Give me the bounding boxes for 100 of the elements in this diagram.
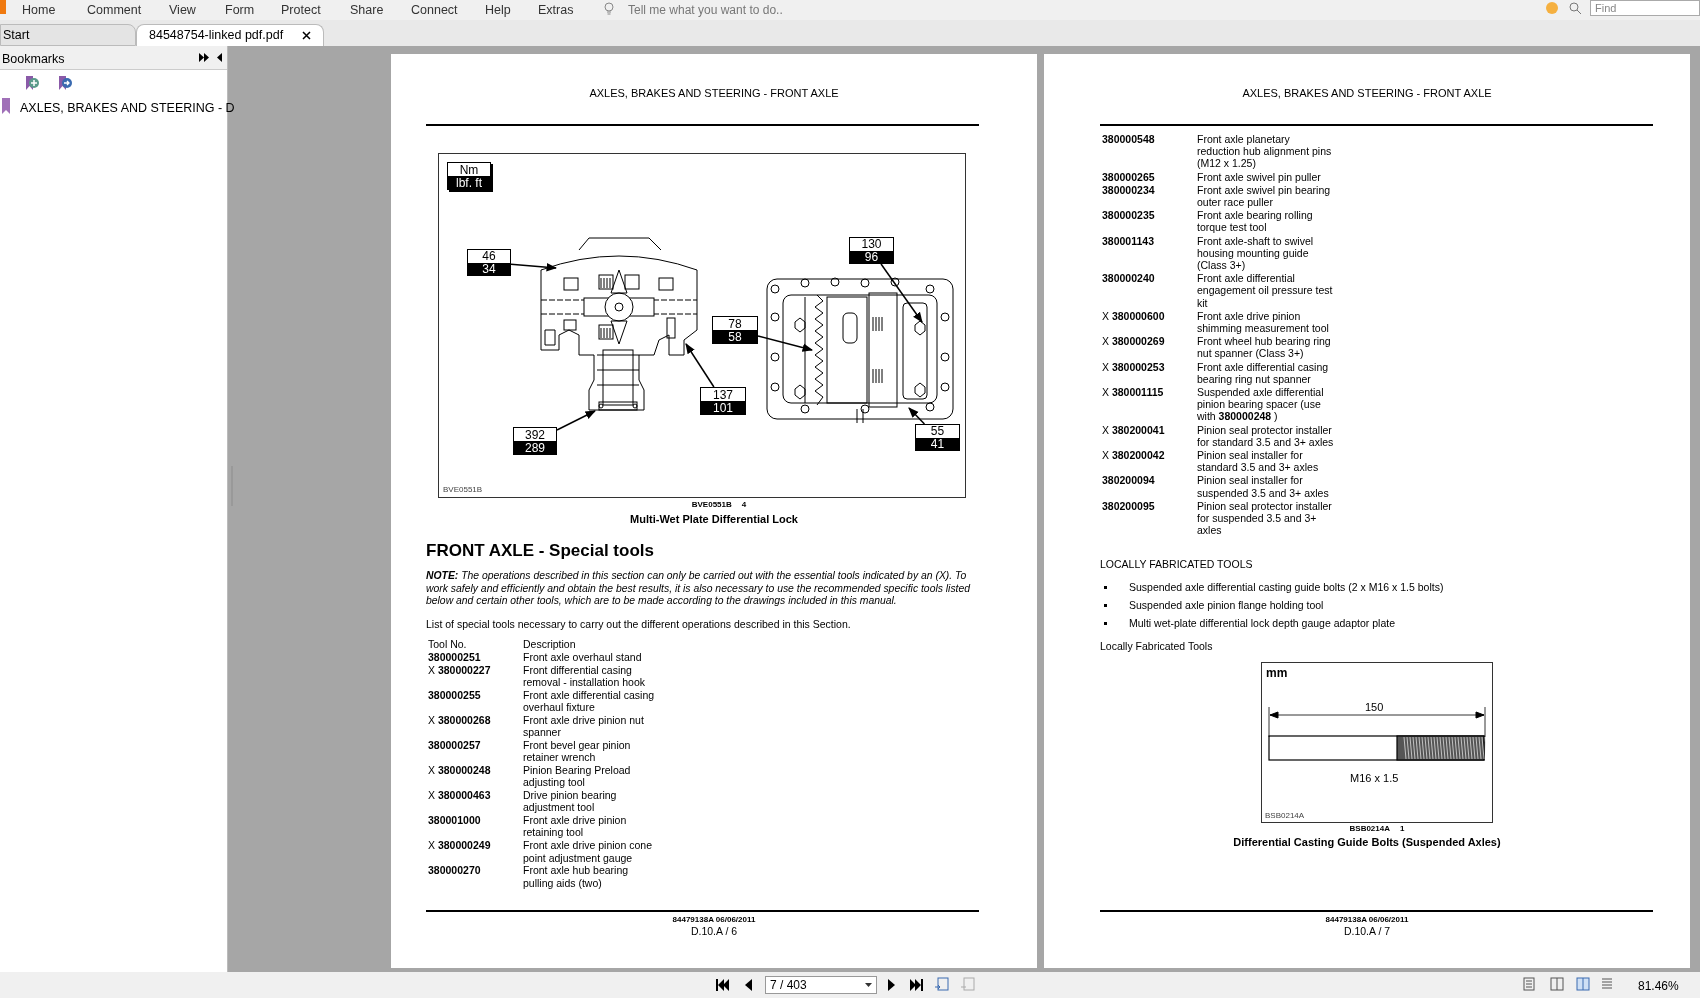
tool-description: Front axle hub bearing pulling aids (two) bbox=[523, 864, 630, 889]
tool-description: Pinion seal installer for suspended 3.5 and 3+ axles bbox=[1197, 474, 1330, 499]
tool-description: Pinion seal installer for standard 3.5 and 3+ axles bbox=[1197, 449, 1320, 474]
tool-description: Front axle differential casing bearing ring nut spanner bbox=[1197, 360, 1330, 386]
tool-number: 380000240 bbox=[1102, 272, 1156, 287]
tool-description: Front wheel hub bearing ring nut spanner (Class 3+) bbox=[1197, 335, 1332, 360]
leader-line bbox=[556, 410, 596, 431]
figure-code: BVE0551B bbox=[691, 500, 732, 509]
menu-item: Extras bbox=[538, 2, 574, 19]
torque-callout: 78 58 bbox=[712, 316, 758, 344]
tool-description: Front axle bearing rolling torque test tool bbox=[1197, 209, 1314, 234]
page-header: AXLES, BRAKES AND STEERING - FRONT AXLE bbox=[589, 86, 839, 101]
tab: Start bbox=[0, 24, 136, 46]
tool-number: X 380200041 bbox=[1102, 423, 1166, 438]
tool-number: X 380000600 bbox=[1102, 309, 1166, 324]
figure-number: 4 bbox=[741, 500, 747, 509]
figure-caption: Differential Casting Guide Bolts (Suspended Axles) bbox=[1233, 835, 1501, 850]
leader-line bbox=[880, 263, 923, 323]
tool-description: Pinion Bearing Preload adjusting tool bbox=[523, 763, 632, 789]
tool-number: X 380200042 bbox=[1102, 449, 1166, 464]
tool-number: 380000270 bbox=[428, 864, 482, 879]
bullet-item: Multi wet-plate differential lock depth gauge adaptor plate bbox=[1129, 616, 1395, 631]
body-text: List of special tools necessary to carry out the different operations described in this Section. bbox=[426, 617, 851, 632]
thread-size-label: M16 x 1.5 bbox=[1350, 771, 1399, 786]
subheading: LOCALLY FABRICATED TOOLS bbox=[1100, 557, 1253, 572]
tool-description: Front axle drive pinion nut spanner bbox=[523, 713, 645, 739]
page-number: D.10.A / 7 bbox=[1343, 925, 1391, 938]
body-text: Locally Fabricated Tools bbox=[1100, 639, 1213, 654]
unit-key-box: Nm lbf. ft bbox=[447, 162, 491, 190]
tool-number: 380000235 bbox=[1102, 209, 1156, 224]
tool-description: Front differential casing removal - installation hook bbox=[523, 663, 646, 689]
tool-number: X 380001115 bbox=[1102, 386, 1165, 401]
tool-description: Front axle drive pinion shimming measurement tool bbox=[1197, 309, 1330, 335]
document-code: 84479138A 06/06/2011 bbox=[1325, 915, 1409, 925]
tool-description: Front axle drive pinion cone point adjustment gauge bbox=[523, 839, 653, 864]
tool-description: Pinion seal protector installer for suspended 3.5 and 3+ axles bbox=[1197, 499, 1333, 537]
tool-description: Front axle swivel pin puller bbox=[1197, 170, 1322, 183]
page-header: AXLES, BRAKES AND STEERING - FRONT AXLE bbox=[1242, 86, 1492, 101]
note-paragraph: NOTE: The operations described in this section can only be carried out with the essential tools indicated by an (X). To work safely and efficiently and obtain the best results, it is also necessary to use the recommended specific tools listed below and certain other tools, which are to be made according to the drawings included in this manual. bbox=[426, 570, 972, 608]
page-number: D.10.A / 6 bbox=[690, 925, 738, 938]
column-header: Tool No. bbox=[428, 638, 468, 651]
dimension-label: 150 bbox=[1365, 700, 1384, 715]
document-code: 84479138A 06/06/2011 bbox=[672, 915, 756, 925]
torque-callout: 137 101 bbox=[700, 387, 746, 415]
menu-item: View bbox=[169, 2, 196, 19]
panel-title: Bookmarks bbox=[2, 51, 65, 68]
tool-description: Front axle drive pinion retaining tool bbox=[523, 814, 628, 839]
tool-description: Front axle differential engagement oil pressure test kit bbox=[1197, 272, 1334, 309]
tool-description: Front axle-shaft to swivel housing mounting guide (Class 3+) bbox=[1197, 234, 1315, 272]
active-tab: 84548754-linked pdf.pdf bbox=[136, 24, 324, 46]
figure-code: BSB0214A bbox=[1265, 811, 1305, 820]
bookmark-item: AXLES, BRAKES AND STEERING - D bbox=[20, 100, 235, 117]
tool-description: Front axle differential casing overhaul fixture bbox=[523, 688, 656, 714]
tool-number: X 380000268 bbox=[428, 713, 492, 728]
menu-item: Protect bbox=[281, 2, 321, 19]
tool-number: 380200095 bbox=[1102, 499, 1156, 514]
figure-code: BSB0214A bbox=[1349, 824, 1390, 833]
zoom-level: 81.46% bbox=[1638, 978, 1679, 995]
section-heading: FRONT AXLE - Special tools bbox=[426, 540, 654, 562]
menu-item: Connect bbox=[411, 2, 458, 19]
menu-item: Comment bbox=[87, 2, 142, 19]
tool-number: 380000234 bbox=[1102, 183, 1156, 198]
menu-item: Help bbox=[485, 2, 511, 19]
leader-line bbox=[685, 343, 715, 388]
tool-number: X 380000463 bbox=[428, 789, 492, 804]
torque-callout: 46 34 bbox=[467, 249, 511, 276]
tool-number: 380001000 bbox=[428, 814, 482, 829]
column-header: Description bbox=[523, 638, 577, 651]
figure-caption: Multi-Wet Plate Differential Lock bbox=[630, 512, 798, 527]
tool-number: 380000251 bbox=[428, 650, 482, 664]
bullet-item: Suspended axle pinion flange holding tool bbox=[1129, 598, 1324, 613]
find-field: Find bbox=[1590, 0, 1700, 16]
tool-description: Front bevel gear pinion retainer wrench bbox=[523, 738, 632, 764]
tool-number: X 380000253 bbox=[1102, 360, 1166, 375]
tool-number: X 380000227 bbox=[428, 663, 492, 678]
unit-label: mm bbox=[1266, 665, 1288, 682]
menu-item: Home bbox=[22, 2, 56, 19]
tool-number: 380000255 bbox=[428, 688, 482, 703]
tool-number: 380000548 bbox=[1102, 133, 1156, 147]
leader-line bbox=[908, 407, 926, 425]
figure-number: 1 bbox=[1400, 824, 1405, 833]
torque-callout: 130 96 bbox=[849, 237, 894, 264]
tool-number: X 380000269 bbox=[1102, 335, 1166, 350]
tool-description: Front axle overhaul stand bbox=[523, 650, 643, 664]
page-number-field: 7 / 403 bbox=[765, 976, 877, 994]
menu-item: Form bbox=[225, 2, 255, 19]
tool-description: Drive pinion bearing adjustment tool bbox=[523, 789, 618, 814]
figure-code: BVE0551B bbox=[443, 485, 483, 494]
torque-callout: 392 289 bbox=[513, 427, 557, 455]
tool-number: X 380000249 bbox=[428, 839, 492, 854]
tool-description: Front axle planetary reduction hub alignment pins (M12 x 1.25) bbox=[1197, 133, 1333, 170]
tool-description: Suspended axle differential pinion bearing spacer (use with 380000248 ) bbox=[1197, 386, 1325, 423]
tool-number: 380000265 bbox=[1102, 170, 1156, 183]
tool-number: 380200094 bbox=[1102, 474, 1156, 489]
bullet-item: Suspended axle differential casting guide bolts (2 x M16 x 1.5 bolts) bbox=[1129, 580, 1444, 595]
tool-number: X 380000248 bbox=[428, 763, 492, 778]
tool-number: 380000257 bbox=[428, 738, 482, 753]
search-prompt: Tell me what you want to do.. bbox=[628, 2, 783, 19]
tool-description: Front axle swivel pin bearing outer race puller bbox=[1197, 183, 1332, 209]
tool-number: 380001143 bbox=[1102, 234, 1155, 249]
